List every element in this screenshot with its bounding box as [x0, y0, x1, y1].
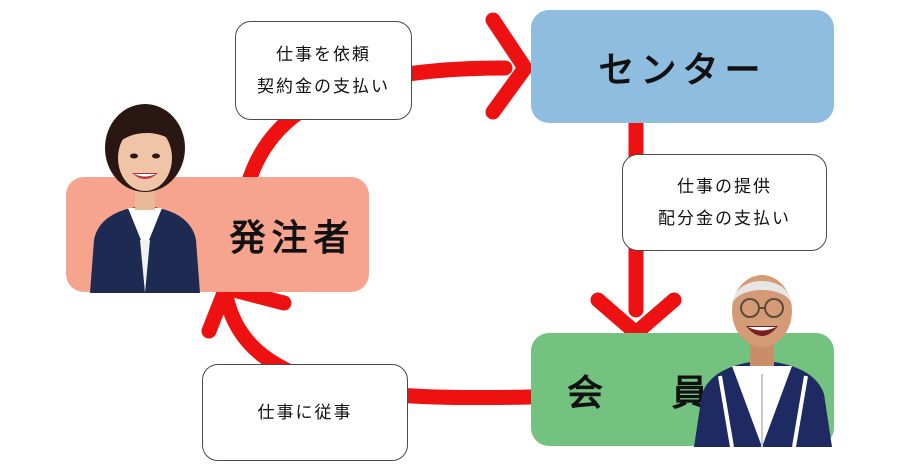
node-member-label: 会 員	[567, 372, 736, 414]
elderly-man-portrait-icon	[694, 275, 832, 447]
node-orderer-label: 発注者	[229, 217, 356, 259]
edge-label-center-to-member: 仕事の提供 配分金の支払い	[622, 154, 827, 251]
node-center-label: センター	[598, 49, 767, 91]
node-center: センター	[531, 10, 834, 123]
arrowhead-orderer-to-center	[485, 12, 533, 120]
arrowhead-member-to-orderer	[201, 280, 292, 339]
edge-label-line: 仕事の提供	[677, 176, 772, 197]
edge-label-orderer-to-center: 仕事を依頼 契約金の支払い	[235, 21, 412, 120]
edge-label-line: 契約金の支払い	[257, 76, 390, 97]
edge-label-line: 仕事を依頼	[276, 44, 371, 65]
edge-label-line: 配分金の支払い	[658, 208, 791, 229]
edge-label-line: 仕事に従事	[257, 402, 353, 423]
edge-label-member-to-orderer: 仕事に従事	[202, 364, 408, 461]
businesswoman-portrait-icon	[90, 104, 200, 293]
